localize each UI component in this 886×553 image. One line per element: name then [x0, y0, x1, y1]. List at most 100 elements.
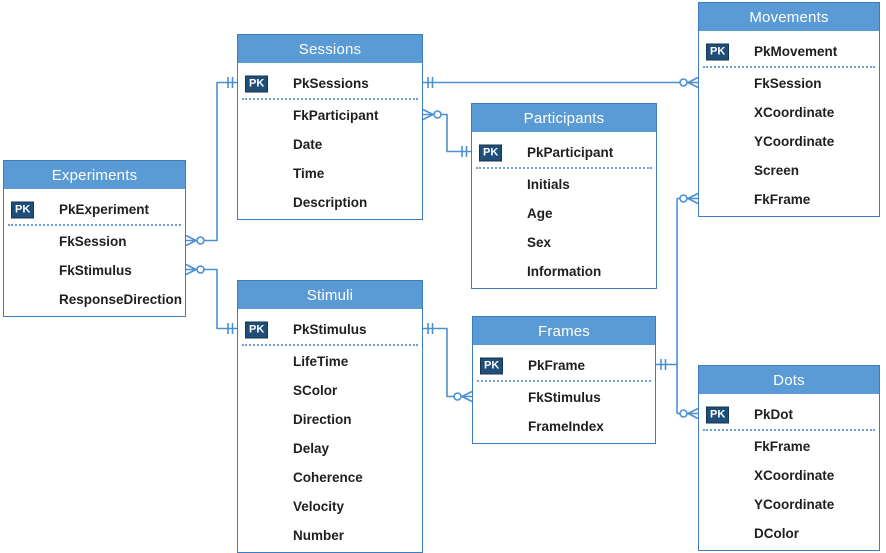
primary-key-badge: PK [245, 75, 269, 92]
pk-separator [477, 380, 651, 382]
relationship-experiments-sessions [185, 77, 237, 247]
field-label: Direction [293, 412, 352, 427]
crow-foot-many-marker [687, 76, 699, 89]
field-row: FkSession [4, 227, 185, 256]
field-row: FkFrame [699, 185, 879, 214]
field-row: PK PkStimulus [238, 315, 422, 344]
field-row: YCoordinate [699, 490, 879, 519]
field-label: PkFrame [528, 358, 586, 373]
field-label: FkSession [59, 234, 127, 249]
zero-circle-marker [453, 392, 462, 401]
field-row: Information [472, 257, 656, 286]
zero-circle-marker [679, 409, 688, 418]
field-row: YCoordinate [699, 127, 879, 156]
field-row: Description [238, 188, 422, 217]
pk-separator [476, 167, 652, 169]
field-row: FkStimulus [473, 383, 655, 412]
field-label: Date [293, 137, 323, 152]
field-label: FkStimulus [59, 263, 132, 278]
field-row: PK PkMovement [699, 37, 879, 66]
field-label: Sex [527, 235, 552, 250]
crow-foot-many-marker [185, 234, 197, 247]
field-label: Screen [754, 163, 800, 178]
field-label: FkStimulus [528, 390, 601, 405]
field-label: Delay [293, 441, 330, 456]
field-label: ResponseDirection [59, 292, 183, 307]
field-row: ResponseDirection [4, 285, 185, 314]
field-row: Sex [472, 228, 656, 257]
one-tick-marker [427, 77, 434, 88]
field-row: Date [238, 130, 422, 159]
field-row: PK PkSessions [238, 69, 422, 98]
field-label: Information [527, 264, 602, 279]
field-label: PkSessions [293, 76, 369, 91]
primary-key-badge: PK [706, 406, 730, 423]
one-tick-marker [227, 323, 234, 334]
field-row: LifeTime [238, 347, 422, 376]
pk-separator [703, 429, 875, 431]
field-row: Delay [238, 434, 422, 463]
field-label: PkMovement [754, 44, 838, 59]
field-label: PkParticipant [527, 145, 614, 160]
field-row: Direction [238, 405, 422, 434]
field-label: PkStimulus [293, 322, 367, 337]
field-row: SColor [238, 376, 422, 405]
field-row: PK PkParticipant [472, 138, 656, 167]
pk-separator [703, 66, 875, 68]
entity-title: Participants [472, 104, 656, 132]
field-row: Time [238, 159, 422, 188]
field-label: XCoordinate [754, 105, 835, 120]
field-label: YCoordinate [754, 134, 835, 149]
zero-circle-marker [433, 110, 442, 119]
one-tick-marker [427, 323, 434, 334]
primary-key-badge: PK [480, 357, 504, 374]
field-label: Number [293, 528, 345, 543]
field-label: FrameIndex [528, 419, 604, 434]
crow-foot-many-marker [687, 407, 699, 420]
zero-circle-marker [196, 236, 205, 245]
field-label: Description [293, 195, 368, 210]
primary-key-badge: PK [706, 43, 730, 60]
field-label: Velocity [293, 499, 345, 514]
field-row: Number [238, 521, 422, 550]
one-tick-marker [461, 146, 468, 157]
entity-title: Experiments [4, 161, 185, 189]
field-row: PK PkDot [699, 400, 879, 429]
one-tick-marker [227, 77, 234, 88]
primary-key-badge: PK [479, 144, 503, 161]
field-row: Coherence [238, 463, 422, 492]
field-row: DColor [699, 519, 879, 548]
field-label: PkExperiment [59, 202, 150, 217]
field-row: PK PkExperiment [4, 195, 185, 224]
zero-circle-marker [196, 265, 205, 274]
entity-title: Frames [473, 317, 655, 345]
entity-title: Movements [699, 3, 879, 31]
primary-key-badge: PK [11, 201, 35, 218]
entity-title: Stimuli [238, 281, 422, 309]
relationship-sessions-movements [423, 76, 699, 89]
relationship-stimuli-frames [423, 323, 473, 403]
entity-title: Dots [699, 366, 879, 394]
field-row: FkParticipant [238, 101, 422, 130]
primary-key-badge: PK [245, 321, 269, 338]
field-label: PkDot [754, 407, 794, 422]
field-row: Screen [699, 156, 879, 185]
field-label: FkParticipant [293, 108, 379, 123]
field-row: FrameIndex [473, 412, 655, 441]
pk-separator [242, 98, 418, 100]
relationship-sessions-participants [422, 108, 471, 157]
field-row: Velocity [238, 492, 422, 521]
crow-foot-many-marker [461, 390, 473, 403]
field-label: DColor [754, 526, 799, 541]
